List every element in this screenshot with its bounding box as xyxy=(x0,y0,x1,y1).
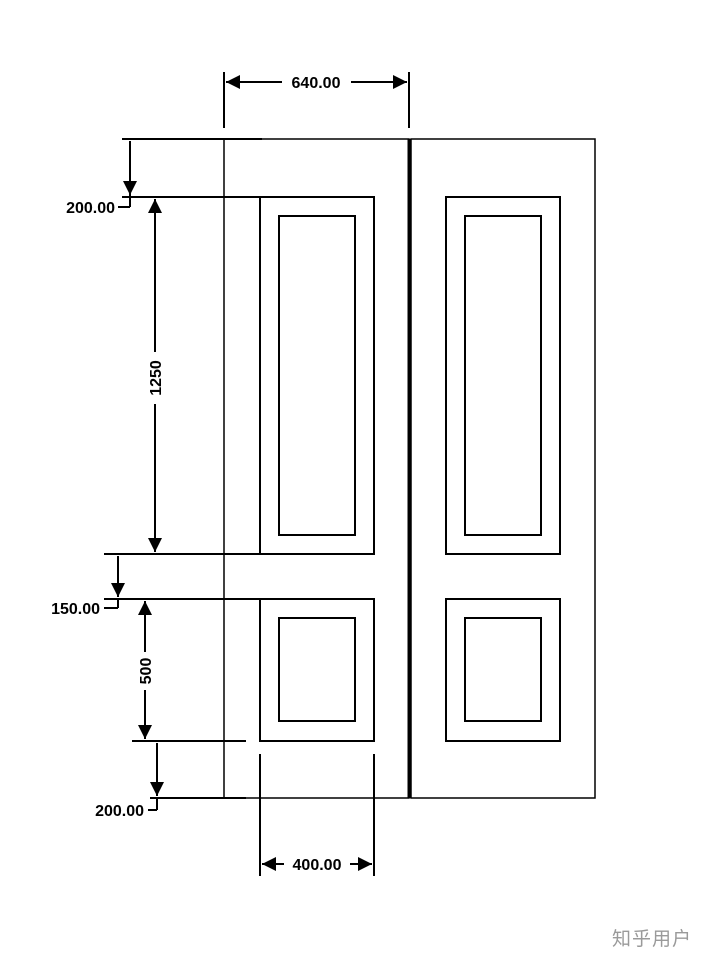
dim-panel-width: 400.00 xyxy=(293,857,342,874)
left-upper-panel-inner xyxy=(278,215,356,536)
dim-top-rail: 200.00 xyxy=(66,200,115,217)
dim-lower-panel: 500 xyxy=(138,658,155,685)
door-leaves xyxy=(223,138,596,799)
watermark: 知乎用户 xyxy=(612,928,693,950)
right-upper-panel-outer xyxy=(445,196,561,555)
left-door-leaf xyxy=(223,138,410,799)
dim-bottom-rail: 200.00 xyxy=(95,803,144,820)
dimension-lines xyxy=(104,75,407,871)
left-upper-panel-outer xyxy=(259,196,375,555)
right-lower-panel-inner xyxy=(464,617,542,722)
left-lower-panel-outer xyxy=(259,598,375,742)
dim-mid-rail: 150.00 xyxy=(51,601,100,618)
extension-lines xyxy=(104,72,410,876)
dim-overall-width: 640.00 xyxy=(292,75,341,92)
right-lower-panel-outer xyxy=(445,598,561,742)
dimension-labels: 640.00 200.00 1250 150.00 500 200.00 400… xyxy=(51,75,342,874)
right-upper-panel-inner xyxy=(464,215,542,536)
dim-upper-panel: 1250 xyxy=(148,360,165,396)
left-lower-panel-inner xyxy=(278,617,356,722)
right-door-leaf xyxy=(410,138,596,799)
